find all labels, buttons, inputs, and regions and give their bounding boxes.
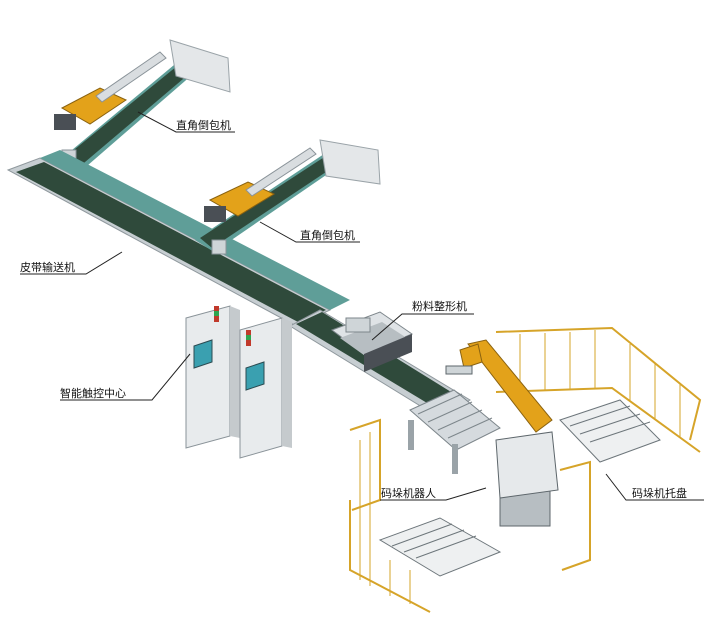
- pallet-front: [378, 517, 502, 577]
- roller-conveyor: [408, 389, 501, 474]
- label-robot-pallet: 码垛机托盘: [632, 487, 687, 500]
- safety-fence-rear: [495, 326, 702, 453]
- label-folder-2: 直角倒包机: [300, 229, 355, 242]
- leader-folder-2: [259, 221, 360, 243]
- leader-folder-1: [137, 111, 235, 133]
- folder-machine-2: [204, 147, 317, 255]
- pallet-right: [559, 399, 661, 463]
- safety-fence-front: [349, 418, 591, 613]
- palletizing-robot: [445, 339, 559, 527]
- branch-conveyor-1: [60, 39, 231, 172]
- leader-pallet: [605, 473, 704, 501]
- leader-control: [60, 353, 191, 401]
- label-shaping-machine: 粉料整形机: [412, 300, 467, 313]
- label-palletizing-robot: 码垛机器人: [381, 487, 436, 500]
- leader-robot: [380, 487, 487, 501]
- label-belt-conveyor: 皮带输送机: [20, 261, 75, 274]
- leader-lines: [20, 111, 704, 501]
- main-belt-conveyor: [6, 150, 350, 327]
- control-cabinets: [185, 305, 292, 459]
- branch-conveyor-2: [195, 139, 381, 252]
- label-folder-1: 直角倒包机: [176, 119, 231, 132]
- leader-shaping: [371, 313, 474, 341]
- label-control-center: 智能触控中心: [60, 387, 126, 400]
- leader-belt: [20, 251, 123, 275]
